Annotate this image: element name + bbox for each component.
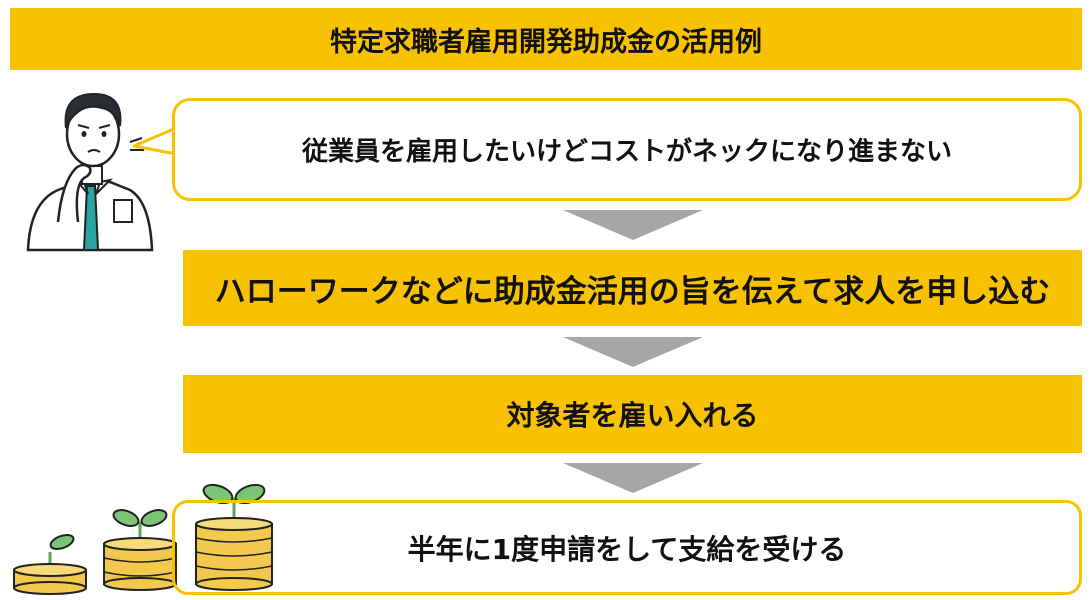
coin-stack-small xyxy=(13,534,87,595)
step-2-box: ハローワークなどに助成金活用の旨を伝えて求人を申し込む xyxy=(183,250,1082,326)
step-3-box: 対象者を雇い入れる xyxy=(183,375,1082,453)
step-4-box: 半年に1度申請をして支給を受ける xyxy=(172,500,1082,595)
speech-bubble-step-1: 従業員を雇用したいけどコストがネックになり進まない xyxy=(172,98,1082,201)
step-3-text: 対象者を雇い入れる xyxy=(506,399,759,432)
coin-stack-medium xyxy=(103,509,177,591)
step-1-text: 従業員を雇用したいけどコストがネックになり進まない xyxy=(301,137,952,167)
arrow-down-icon xyxy=(563,210,703,240)
step-2-text: ハローワークなどに助成金活用の旨を伝えて求人を申し込む xyxy=(214,273,1051,310)
step-4-text: 半年に1度申請をして支給を受ける xyxy=(407,532,847,566)
page-title: 特定求職者雇用開発助成金の活用例 xyxy=(10,8,1082,70)
arrow-down-icon xyxy=(563,337,703,367)
coin-stack-sprout-icon xyxy=(13,483,273,595)
arrow-down-icon xyxy=(563,463,703,493)
worried-man-icon xyxy=(26,92,154,252)
coin-stack-large xyxy=(195,483,273,591)
